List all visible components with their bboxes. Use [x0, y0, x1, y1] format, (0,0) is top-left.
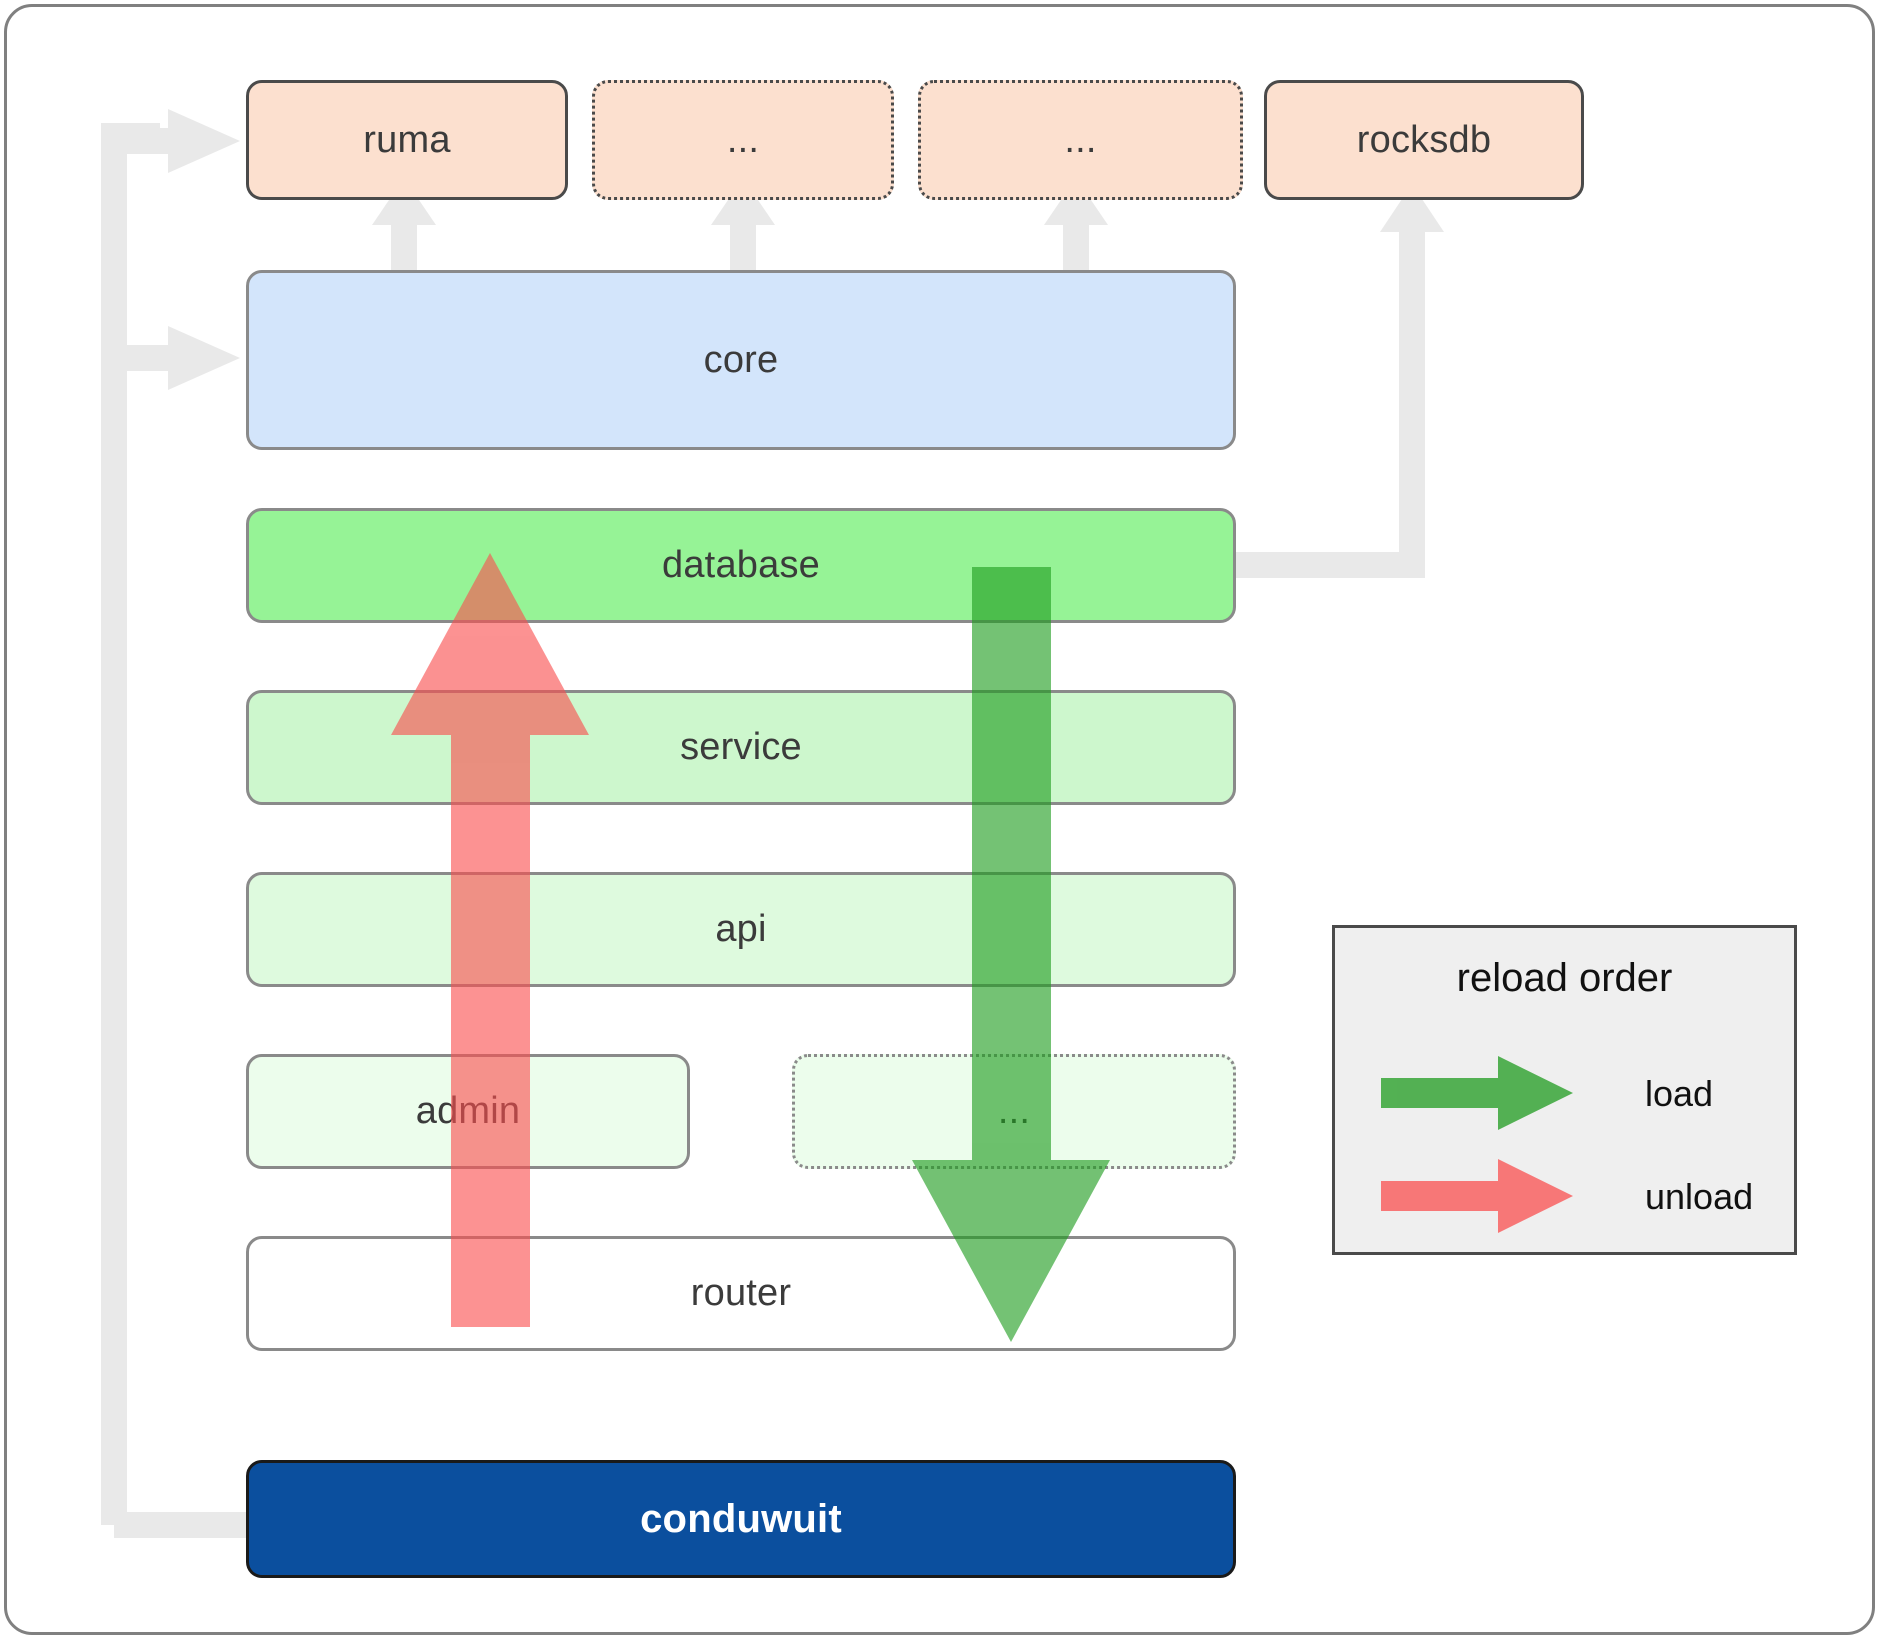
dependency-box-dep2[interactable]: ... [592, 80, 894, 200]
diagram-frame [4, 4, 1875, 1635]
root-crate-label: conduwuit [640, 1496, 842, 1541]
layer-box-admin[interactable]: admin [246, 1054, 690, 1169]
legend-unload-head [1498, 1159, 1573, 1233]
dependency-label-dep2: ... [726, 118, 760, 161]
layer-box-api[interactable]: api [246, 872, 1236, 987]
dependency-label-rocksdb: rocksdb [1356, 118, 1492, 161]
layer-box-database[interactable]: database [246, 508, 1236, 623]
legend-title: reload order [1456, 956, 1673, 1000]
legend-label-load: load [1645, 1073, 1714, 1114]
layer-label-database: database [662, 544, 820, 586]
layer-label-dots: ... [997, 1090, 1031, 1132]
dependency-label-ruma: ruma [363, 118, 451, 161]
layer-label-service: service [680, 726, 802, 768]
legend-arrow-swatches [1381, 1056, 1573, 1233]
layer-label-router: router [690, 1272, 792, 1314]
legend-load-head [1498, 1056, 1573, 1130]
dependency-box-ruma[interactable]: ruma [246, 80, 568, 200]
legend-panel: reload order load unload [1332, 925, 1797, 1255]
root-crate-box[interactable]: conduwuit [246, 1460, 1236, 1578]
layer-box-router[interactable]: router [246, 1236, 1236, 1351]
legend-unload-swatch [1381, 1159, 1573, 1233]
dependency-box-rocksdb[interactable]: rocksdb [1264, 80, 1584, 200]
layer-box-service[interactable]: service [246, 690, 1236, 805]
layer-label-api: api [715, 908, 767, 950]
legend-load-swatch [1381, 1056, 1573, 1130]
layer-box-core[interactable]: core [246, 270, 1236, 450]
layer-label-core: core [703, 338, 779, 381]
legend-label-unload: unload [1645, 1176, 1754, 1217]
layer-label-admin: admin [415, 1090, 521, 1132]
layer-box-dots[interactable]: ... [792, 1054, 1236, 1169]
dependency-label-dep3: ... [1064, 118, 1097, 161]
dependency-box-dep3[interactable]: ... [918, 80, 1243, 200]
